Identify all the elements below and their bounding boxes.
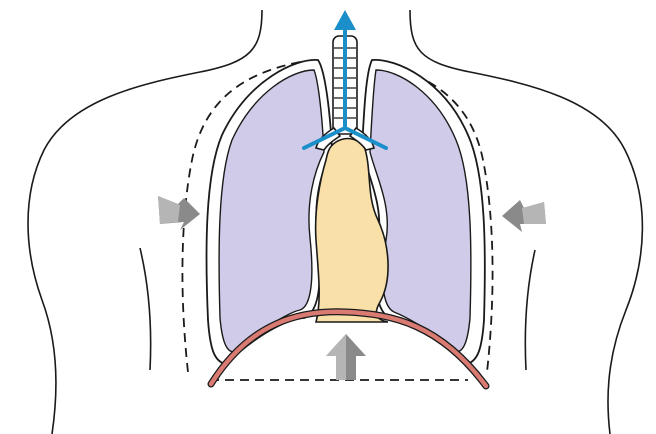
force-arrow-bottom	[326, 334, 366, 380]
force-arrow-right	[502, 200, 546, 232]
force-arrow-left	[158, 196, 200, 230]
lung-left	[206, 60, 332, 364]
